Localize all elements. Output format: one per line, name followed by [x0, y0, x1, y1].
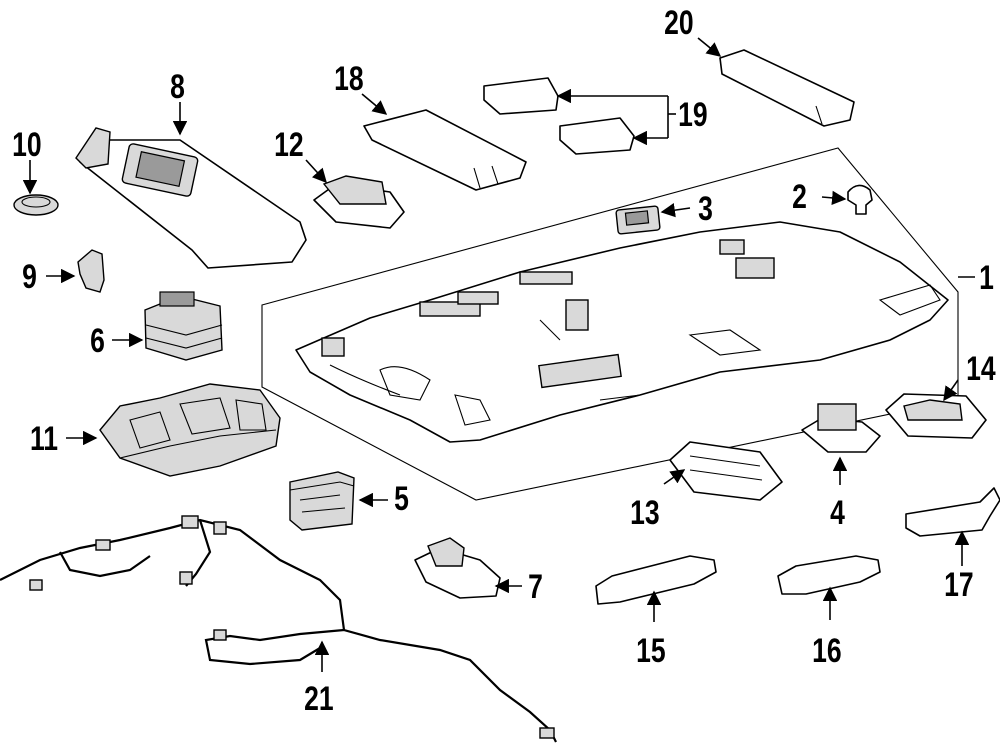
callout-21: 21 — [304, 680, 334, 718]
part-12-bezel[interactable]: 12 — [274, 126, 405, 229]
part-8-sun-visor[interactable]: 8 — [75, 68, 307, 269]
part-13-console-lamp[interactable]: 13 — [630, 441, 783, 532]
unit-top — [159, 291, 195, 307]
connector-f — [213, 629, 227, 641]
grip-15-body — [595, 555, 717, 605]
connector-e — [179, 571, 193, 585]
callout-6: 6 — [90, 322, 105, 360]
callout-13-leader — [663, 469, 686, 485]
callout-13: 13 — [630, 494, 660, 532]
callout-14: 14 — [966, 350, 996, 388]
callout-1: 1 — [979, 259, 994, 297]
bracket-slot — [624, 210, 650, 226]
callout-12-leader — [305, 159, 327, 184]
callout-4: 4 — [830, 494, 845, 532]
callout-14-leader — [943, 379, 959, 402]
callout-7: 7 — [528, 568, 543, 606]
callout-16: 16 — [812, 632, 842, 670]
lamp-block — [427, 537, 465, 567]
callout-3-leader — [660, 203, 691, 218]
callout-20-leader — [697, 37, 722, 57]
part-17-grip[interactable]: 17 — [905, 487, 1000, 604]
part-6-control-unit[interactable]: 6 — [90, 291, 223, 361]
connector-c — [213, 521, 227, 535]
lamp-14-lens — [903, 399, 963, 421]
part-20-pad[interactable]: 20 — [664, 4, 855, 127]
callout-8: 8 — [170, 68, 185, 106]
part-3-bracket[interactable]: 3 — [615, 190, 713, 235]
harness-branch-b — [204, 628, 345, 666]
connector-g — [539, 727, 555, 739]
part-21-harness[interactable]: 21 — [0, 515, 557, 743]
part-4-lamp[interactable]: 4 — [801, 403, 881, 532]
module-body — [289, 471, 355, 531]
headliner-details — [321, 239, 941, 426]
part-7-lamp[interactable]: 7 — [414, 537, 543, 606]
callout-3: 3 — [698, 190, 713, 228]
part-18-pad[interactable]: 18 — [334, 60, 527, 191]
callout-18: 18 — [334, 60, 364, 98]
visor-mirror-glass — [135, 151, 186, 188]
part-14-map-lamp[interactable]: 14 — [885, 350, 996, 439]
callout-20: 20 — [664, 4, 694, 42]
callout-10: 10 — [12, 126, 42, 164]
pad-19a — [483, 77, 559, 115]
harness-main — [0, 518, 557, 743]
pad-18-body — [363, 109, 527, 191]
pad-20-body — [719, 49, 855, 127]
callout-18-leader — [361, 93, 388, 115]
cap-shape — [13, 194, 59, 216]
part-19-pads[interactable]: 19 — [483, 77, 708, 155]
headliner — [295, 221, 949, 443]
part-11-console[interactable]: 11 — [30, 383, 281, 477]
part-2-clip[interactable]: 2 — [792, 178, 873, 216]
grip-16-body — [777, 555, 881, 595]
callout-12: 12 — [274, 126, 304, 164]
callout-2-leader — [821, 190, 847, 206]
visor-hinge — [75, 127, 111, 169]
connector-d — [29, 579, 43, 591]
callout-11: 11 — [30, 420, 58, 458]
part-15-grip[interactable]: 15 — [595, 555, 717, 670]
part-16-grip[interactable]: 16 — [777, 555, 881, 670]
callout-2: 2 — [792, 178, 807, 216]
part-9-holder[interactable]: 9 — [22, 249, 105, 296]
harness-branch-c — [59, 551, 151, 578]
grip-17-body — [905, 487, 1000, 537]
connector-a — [95, 539, 111, 551]
part-5-module[interactable]: 5 — [289, 471, 409, 531]
clip-shape — [847, 184, 873, 215]
callout-17: 17 — [944, 566, 974, 604]
callout-19: 19 — [678, 96, 708, 134]
pad-19b — [559, 117, 635, 155]
callout-9: 9 — [22, 258, 37, 296]
holder-shape — [77, 249, 105, 293]
lamp-13-body — [669, 441, 783, 501]
callout-5: 5 — [394, 480, 409, 518]
part-10-cap[interactable]: 10 — [12, 126, 59, 216]
lamp-housing — [817, 403, 857, 431]
headliner-group[interactable]: 1 — [261, 147, 994, 501]
bezel-top — [322, 175, 387, 205]
callout-15: 15 — [636, 632, 666, 670]
connector-b — [181, 515, 199, 529]
